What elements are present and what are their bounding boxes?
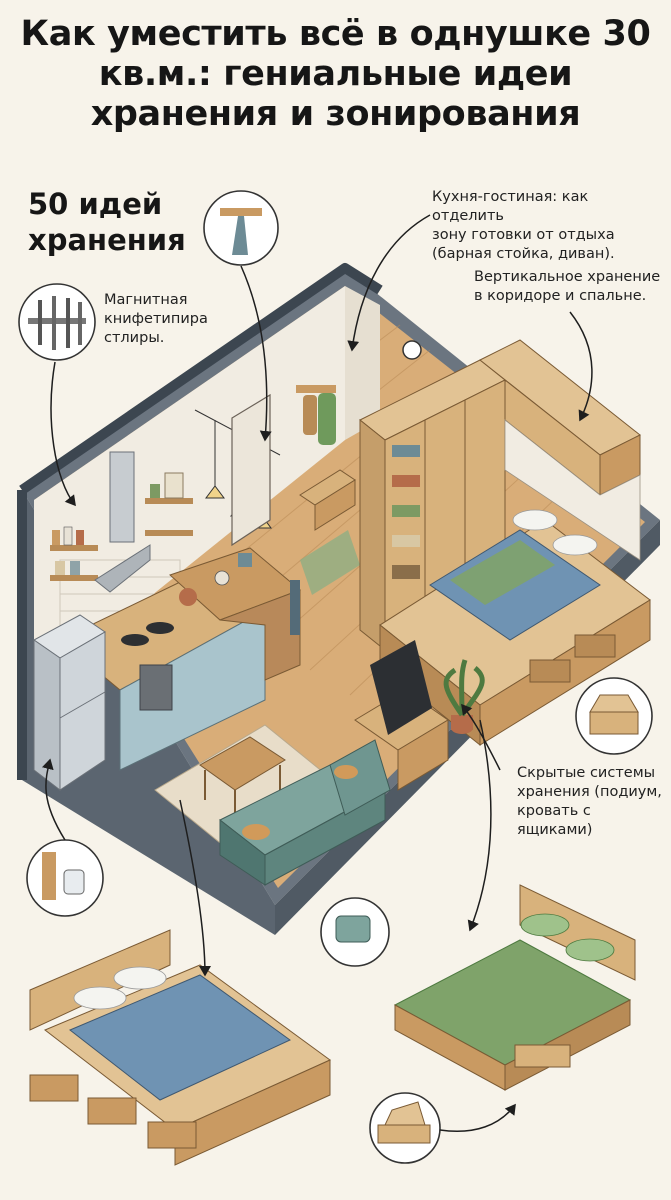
page-title: Как уместить всё в однушке 30 кв.м.: ген… [20,14,651,134]
bed-podium [379,509,651,747]
callout-magnetic-knives: Магнитная книфетипира стлиры. [104,292,208,346]
hall-door [231,393,271,547]
inset-coat-hook [203,190,279,266]
drawer-bed-green [393,884,636,1091]
inset-magnetic-knife-strip [18,283,96,361]
inset-drawer-lift [575,677,653,755]
callout-hidden-storage: Скрытые системы хранения (подиум, кроват… [517,765,662,838]
sofa [219,739,391,886]
podium-bed-blue [29,929,331,1166]
callout-vertical-storage: Вертикальное хранение в коридоре и спаль… [474,269,661,304]
callout-kitchen-living: Кухня-гостиная: как отделить зону готовк… [432,189,615,262]
inset-bathroom [26,839,104,917]
tv-unit [354,640,449,791]
kitchen-shelves [50,472,193,581]
coffee-table [199,736,286,815]
floor-plant [443,659,485,734]
shoe-bench [299,469,356,531]
entry-rug [300,530,360,595]
fridge [33,614,106,792]
coat-hooks [296,385,336,445]
range-hood [94,451,151,593]
inset-bed-lift [369,1092,441,1164]
callout-arrows [41,214,593,1132]
wall-clock-icon [402,340,422,360]
inset-armchair [320,897,390,967]
apartment-plan [17,263,660,935]
bar-counter [169,547,301,681]
storage-ideas-heading: 50 идей хранения [28,187,186,257]
